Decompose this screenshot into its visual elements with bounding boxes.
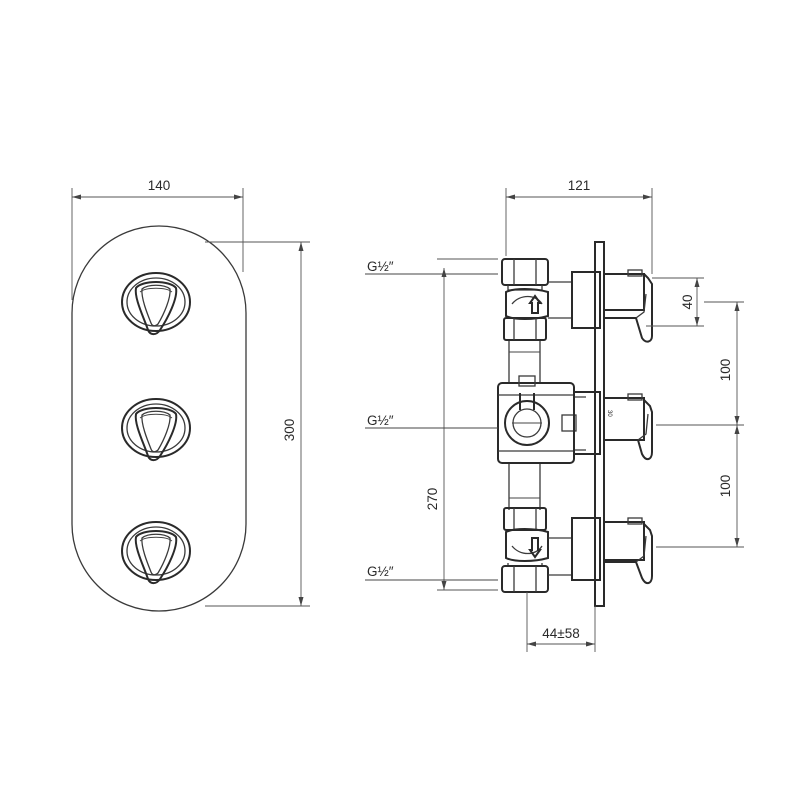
pipe-body <box>508 340 541 510</box>
knob-middle <box>121 398 191 462</box>
front-width-label: 140 <box>148 178 171 193</box>
lever-height-label: 40 <box>680 294 695 309</box>
spacing-lower-label: 100 <box>718 475 733 498</box>
side-view: 30 121 270 G½″ G½″ G½″ <box>365 178 744 652</box>
side-depth-label: 121 <box>568 178 591 193</box>
thread-label-top: G½″ <box>367 259 394 274</box>
thread-label-middle: G½″ <box>367 413 394 428</box>
front-view: 140 300 <box>71 178 310 612</box>
inlet-spacing-label: 270 <box>425 488 440 511</box>
lever-middle: 30 <box>603 393 653 460</box>
knob-top <box>121 272 191 336</box>
thread-label-bottom: G½″ <box>367 564 394 579</box>
valve-block-middle <box>497 375 577 464</box>
lever-top <box>603 269 653 343</box>
inlet-nut-top <box>501 258 549 291</box>
lever-bottom <box>603 517 653 584</box>
inlet-nut-bottom <box>501 563 549 593</box>
faceplate-outline <box>71 225 247 612</box>
cartridge-housings <box>548 271 601 581</box>
valve-block-upper <box>503 288 549 341</box>
front-height-label: 300 <box>282 419 297 442</box>
cartridge-mark: 30 <box>606 410 612 417</box>
install-depth-label: 44±58 <box>542 626 579 641</box>
knob-bottom <box>121 521 191 585</box>
spacing-upper-label: 100 <box>718 359 733 382</box>
valve-block-lower <box>503 507 549 562</box>
